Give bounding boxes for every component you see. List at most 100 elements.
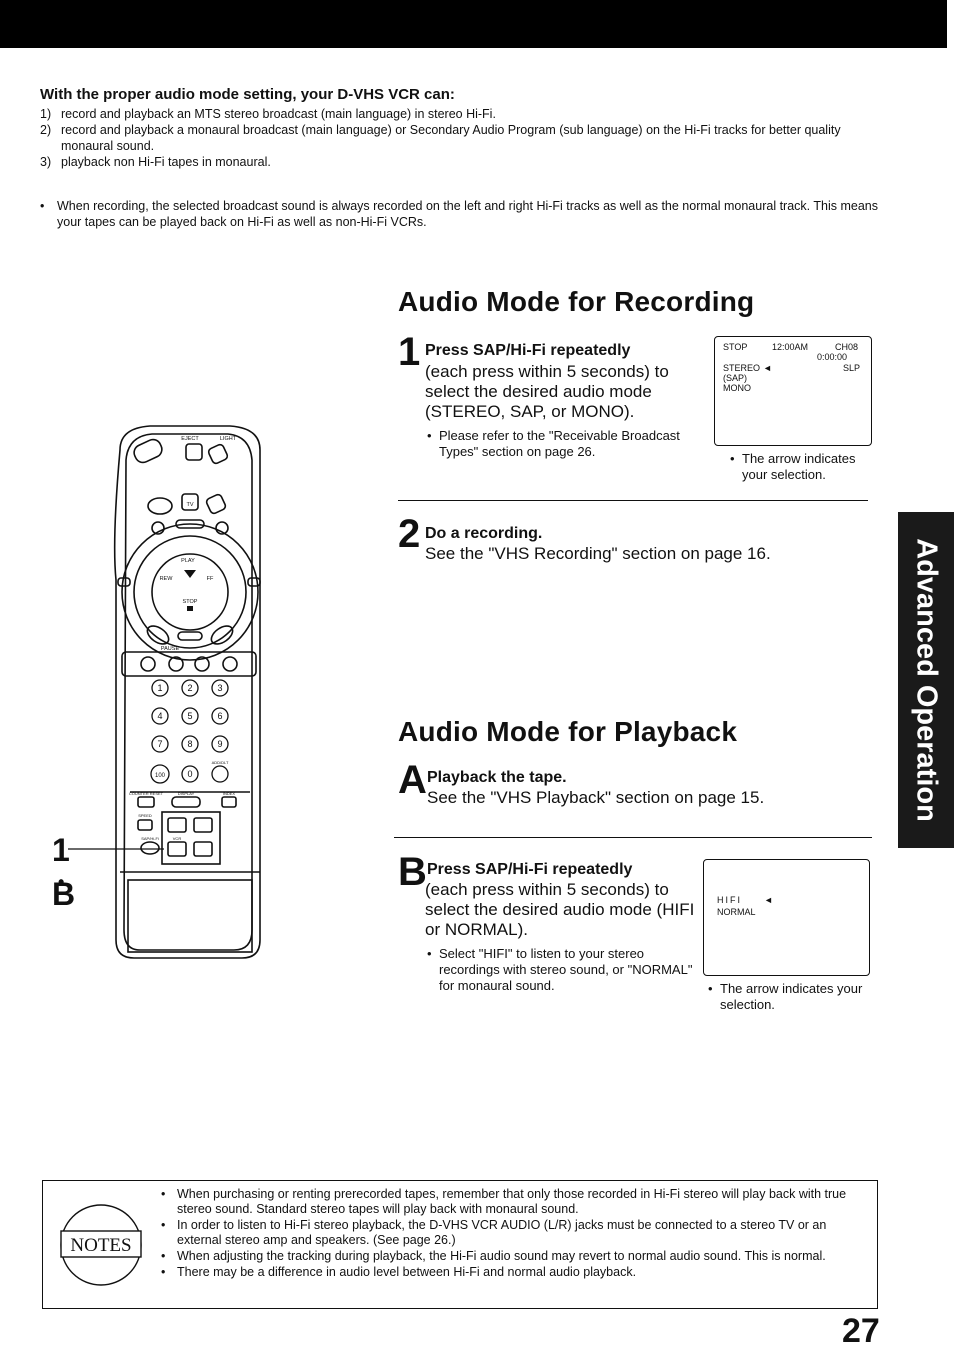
func-button-4 [222, 656, 238, 672]
intro-heading: With the proper audio mode setting, your… [40, 86, 455, 103]
callout-step-1: 1 [52, 832, 70, 868]
key-9 [211, 735, 229, 753]
step-1-note: • Please refer to the "Receivable Broadc… [427, 428, 702, 460]
list-item: • In order to listen to Hi-Fi stereo pla… [161, 1218, 865, 1248]
list-item: • There may be a difference in audio lev… [161, 1265, 865, 1280]
osd-arrow-icon: ◄ [763, 363, 772, 373]
osd-stereo: STEREO [723, 363, 761, 373]
step-2-title: Do a recording. [425, 525, 543, 542]
playback-osd-screen: HIFI ◄ NORMAL [703, 859, 870, 976]
power-button [133, 438, 163, 464]
step-b-note-text: Select "HIFI" to listen to your stereo r… [439, 946, 693, 993]
light-button [207, 443, 229, 465]
key-9-label: 9 [217, 739, 222, 749]
osd-mono: MONO [723, 383, 751, 393]
ff-label: FF [207, 576, 214, 582]
step-2-description: See the "VHS Recording" section on page … [425, 544, 771, 563]
counter-reset-button [137, 796, 155, 808]
speed-label: SPEED [138, 813, 152, 818]
bullet-dot: • [40, 199, 45, 213]
step-1-number: 1 [398, 330, 421, 374]
list-number: 1) [40, 107, 52, 121]
key-5-label: 5 [187, 711, 192, 721]
function-row [121, 651, 257, 677]
panel-key-3 [167, 841, 187, 857]
panel-key-2 [193, 817, 213, 833]
callout-step-b: B [52, 876, 76, 912]
eject-label: EJECT [181, 436, 199, 442]
tv-label: TV [186, 502, 193, 508]
step-b-description: (each press within 5 seconds) to select … [425, 880, 695, 939]
callout-leader [68, 848, 164, 850]
key-0 [181, 765, 199, 783]
side-button-left [117, 577, 131, 587]
step-1-note-text: Please refer to the "Receivable Broadcas… [439, 428, 680, 459]
remote-body-outline [113, 425, 261, 959]
key-1 [151, 679, 169, 697]
key-6 [211, 707, 229, 725]
bullet-dot: • [161, 1187, 166, 1201]
key-6-label: 6 [217, 711, 222, 721]
key-100-label: 100 [155, 773, 166, 779]
notes-badge-label: NOTES [70, 1235, 131, 1256]
play-label: PLAY [181, 558, 195, 564]
osd-normal: NORMAL [717, 907, 756, 917]
tv-button [185, 443, 203, 461]
key-1-label: 1 [157, 683, 162, 693]
counter-reset-label: COUNTER RESET [129, 791, 164, 796]
list-item: 3) playback non Hi-Fi tapes in monaural. [40, 154, 880, 170]
rew-label: REW [160, 576, 174, 582]
display-label: DISPLAY [178, 791, 195, 796]
step-a-title: Playback the tape. [427, 769, 567, 786]
side-button-right [247, 577, 261, 587]
light-label: LIGHT [220, 436, 237, 442]
recording-arrow-note-text: The arrow indicates your selection. [742, 451, 856, 482]
list-text: record and playback an MTS stereo broadc… [61, 107, 496, 121]
step-2-number: 2 [398, 512, 421, 556]
intro-bullet-text: When recording, the selected broadcast s… [57, 199, 878, 229]
osd-channel: CH08 [835, 342, 859, 352]
list-item: 1) record and playback an MTS stereo bro… [40, 106, 880, 122]
osd-stop: STOP [723, 342, 748, 352]
playback-arrow-note-text: The arrow indicates your selection. [720, 981, 863, 1012]
note-text: When purchasing or renting prerecorded t… [177, 1187, 847, 1216]
sap-hifi-button [140, 841, 160, 855]
battery-cover [127, 879, 253, 953]
bullet-dot: • [161, 1265, 166, 1279]
enter-button [177, 631, 203, 641]
list-item: • When adjusting the tracking during pla… [161, 1249, 865, 1264]
step-b-title: Press SAP/Hi-Fi repeatedly [427, 861, 633, 878]
ring-button-right [215, 521, 229, 535]
key-7 [151, 735, 169, 753]
rec-button [146, 625, 170, 645]
bullet-dot: • [708, 981, 713, 996]
bullet-dot: • [427, 428, 432, 443]
step-1-description: (each press within 5 seconds) to select … [425, 362, 669, 421]
osd-counter: 0:00:00 [817, 352, 848, 362]
step-1-title: Press SAP/Hi-Fi repeatedly [425, 342, 631, 359]
playback-arrow-note: • The arrow indicates your selection. [708, 981, 868, 1013]
stop-label: STOP [183, 599, 198, 605]
mode-button [147, 497, 173, 515]
note-text: In order to listen to Hi-Fi stereo playb… [177, 1218, 827, 1247]
osd-arrow-icon: ◄ [764, 895, 773, 905]
list-number: 2) [40, 123, 52, 137]
play-arrow-icon [184, 570, 196, 578]
key-add-dlt [211, 765, 229, 783]
key-8 [181, 735, 199, 753]
side-tab-label: Advanced Operation [910, 538, 943, 822]
list-item: • When purchasing or renting prerecorded… [161, 1187, 865, 1217]
vcr-button [181, 493, 199, 511]
menu-button [175, 519, 205, 529]
key-3-label: 3 [217, 683, 222, 693]
key-0-label: 0 [187, 769, 192, 779]
jog-ring [133, 535, 247, 649]
list-text: playback non Hi-Fi tapes in monaural. [61, 155, 271, 169]
key-2-label: 2 [187, 683, 192, 693]
key-5 [181, 707, 199, 725]
notes-box: NOTES • When purchasing or renting prere… [42, 1180, 878, 1309]
notes-badge-icon: NOTES [60, 1204, 142, 1286]
intro-bullet: • When recording, the selected broadcast… [40, 198, 880, 230]
divider [394, 837, 872, 838]
number-keypad [150, 679, 229, 784]
